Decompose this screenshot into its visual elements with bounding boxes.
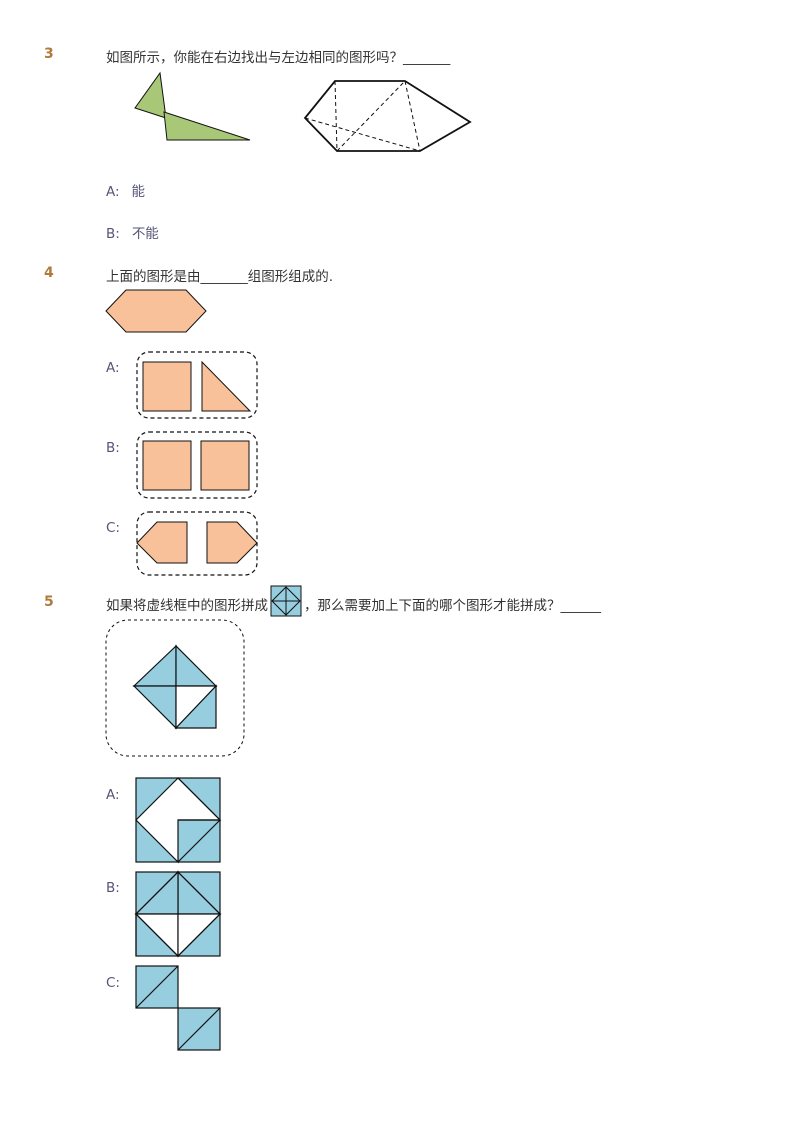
question-text-before: 如果将虚线框中的图形拼成 [106,598,268,614]
orange-hexagon-figure [105,289,207,333]
option-b[interactable]: B: 不能 [106,222,159,242]
right-hexagon-figure [303,80,472,152]
option-a[interactable]: A: 能 [106,180,145,200]
question-number: 5 [44,594,54,610]
left-triangles-figure [134,71,251,141]
dashed-frame-figure [105,619,245,757]
hexagon-outline [303,80,472,152]
option-label: A: [106,360,120,376]
orange-square [200,440,250,491]
orange-half-hexagon-right [206,521,258,564]
question-text: 如图所示，你能在右边找出与左边相同的图形吗？_______ [106,50,451,66]
orange-square [142,361,192,412]
question-number: 4 [44,265,54,281]
option-a-figure[interactable] [135,350,260,422]
green-triangle-large [163,111,251,141]
target-square-icon [270,585,302,617]
option-label: A: [106,184,120,200]
option-label: B: [106,880,120,896]
option-a-figure[interactable] [134,776,222,864]
option-text: 能 [131,184,146,200]
option-label: A: [106,787,120,803]
question-text: 如果将虚线框中的图形拼成 ，那么需要加上下面的哪个图形才能拼成？______ [106,585,601,617]
option-label: C: [106,975,120,991]
orange-half-hexagon-left [136,521,188,564]
orange-square [142,440,192,491]
option-label: C: [106,520,120,536]
option-b-figure[interactable] [135,430,260,502]
question-text: 上面的图形是由_______组图形组成的. [106,269,334,285]
green-triangle-small [134,71,167,119]
question-text-after: ，那么需要加上下面的哪个图形才能拼成？______ [304,598,601,614]
orange-triangle [201,360,252,412]
option-c-figure[interactable] [134,964,224,1054]
orange-hexagon [105,289,207,333]
option-text: 不能 [131,226,159,242]
question-number: 3 [44,46,54,62]
option-b-figure[interactable] [134,870,222,958]
option-label: B: [106,440,120,456]
option-c-figure[interactable] [135,510,260,580]
option-label: B: [106,226,120,242]
